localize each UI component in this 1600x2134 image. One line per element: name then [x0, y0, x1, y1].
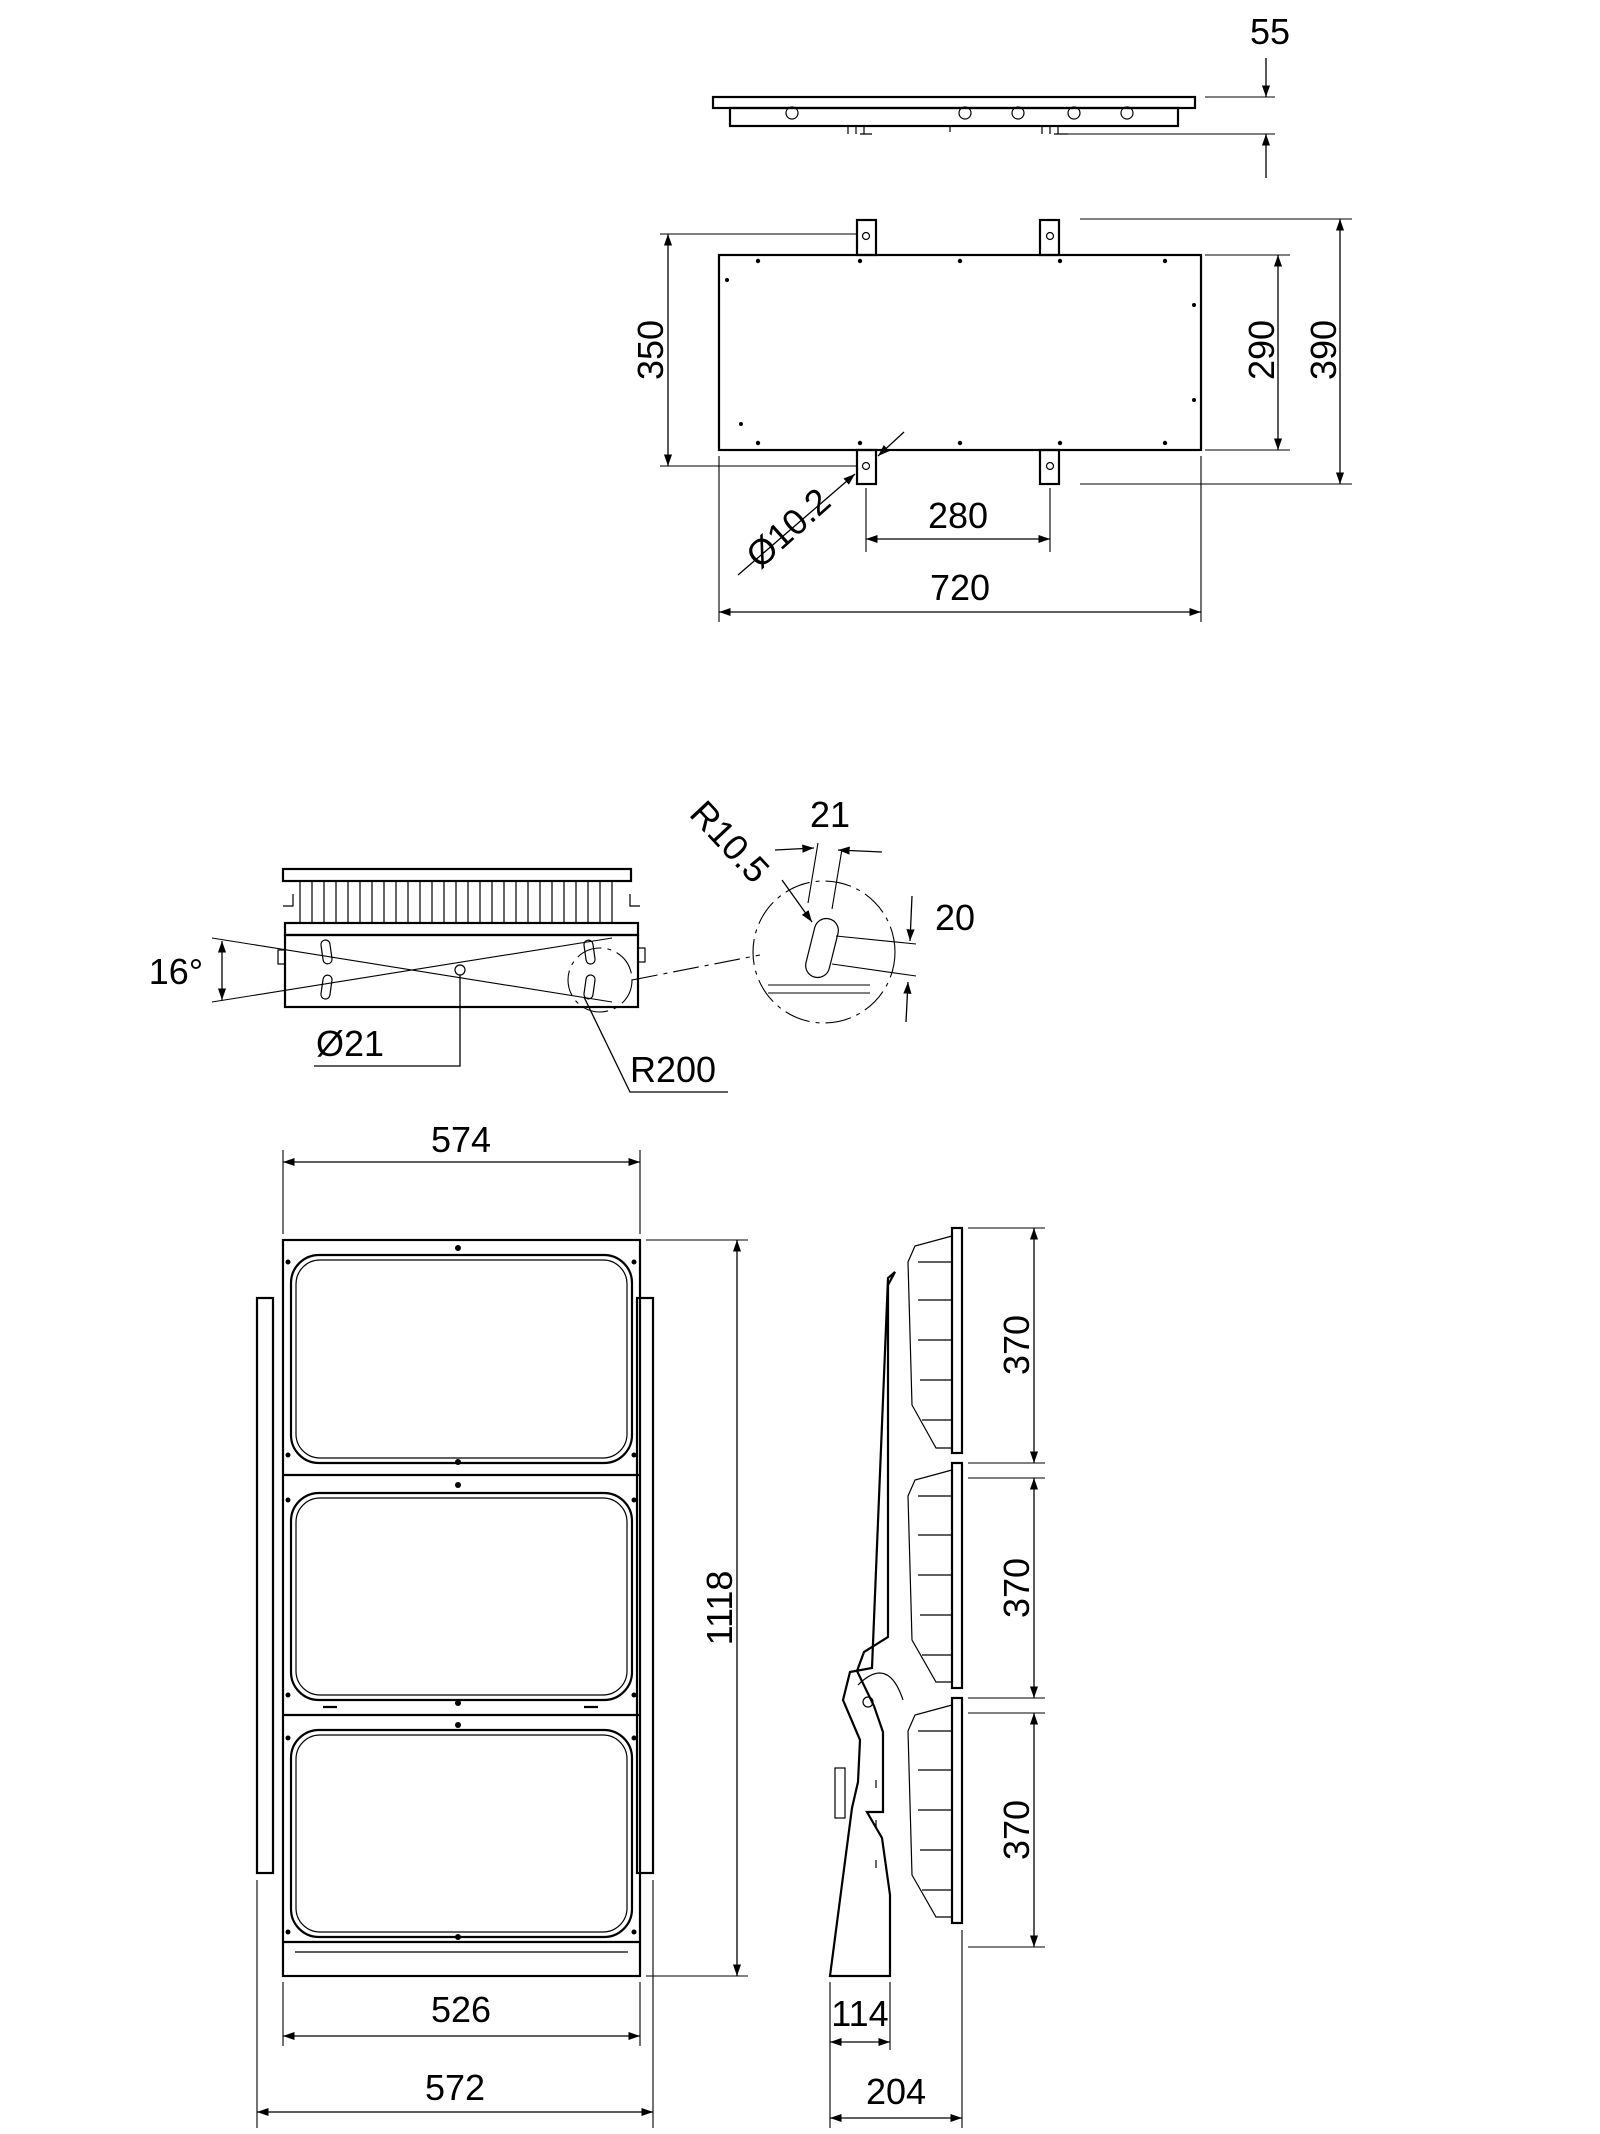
- front-view: 574 1118 526 572: [255, 1119, 748, 2128]
- side-view: 370 370 370 114 204: [828, 1226, 1045, 2128]
- dim-slot-width: 21: [810, 794, 850, 835]
- dim-width-top: 574: [431, 1119, 491, 1160]
- dim-slot-radius: R10.5: [682, 792, 778, 890]
- dim-arc-radius: R200: [630, 1049, 716, 1090]
- dim-thickness: 55: [1250, 11, 1290, 52]
- dim-overall-height: 390: [1303, 320, 1344, 380]
- dim-tilt-angle: 16°: [149, 951, 203, 992]
- dim-module-2: 370: [996, 1558, 1037, 1618]
- dim-base-depth: 114: [831, 1993, 888, 2034]
- dim-width: 720: [930, 567, 990, 608]
- dim-slot-offset: 20: [935, 897, 975, 938]
- dim-bracket-spacing: 280: [928, 495, 988, 536]
- dim-width-bottom: 572: [425, 2067, 485, 2108]
- dim-module-3: 370: [996, 1800, 1037, 1860]
- dim-bracket-height: 350: [630, 320, 671, 380]
- dim-overall-depth: 204: [866, 2071, 926, 2112]
- top-plan-view: 350 290 390 Ø10.2 280 720: [630, 218, 1352, 622]
- dim-height: 1118: [699, 1571, 740, 1646]
- dim-body-height: 290: [1241, 320, 1282, 380]
- top-profile-view: 55: [711, 11, 1290, 178]
- tilt-detail-view: 16° Ø21 R200 21 20 R10.5: [149, 792, 975, 1093]
- dim-module-1: 370: [996, 1315, 1037, 1375]
- dim-inner-width: 526: [431, 1989, 491, 2030]
- dim-hole-diameter: Ø10.2: [738, 480, 838, 576]
- dim-pivot-diameter: Ø21: [316, 1023, 384, 1064]
